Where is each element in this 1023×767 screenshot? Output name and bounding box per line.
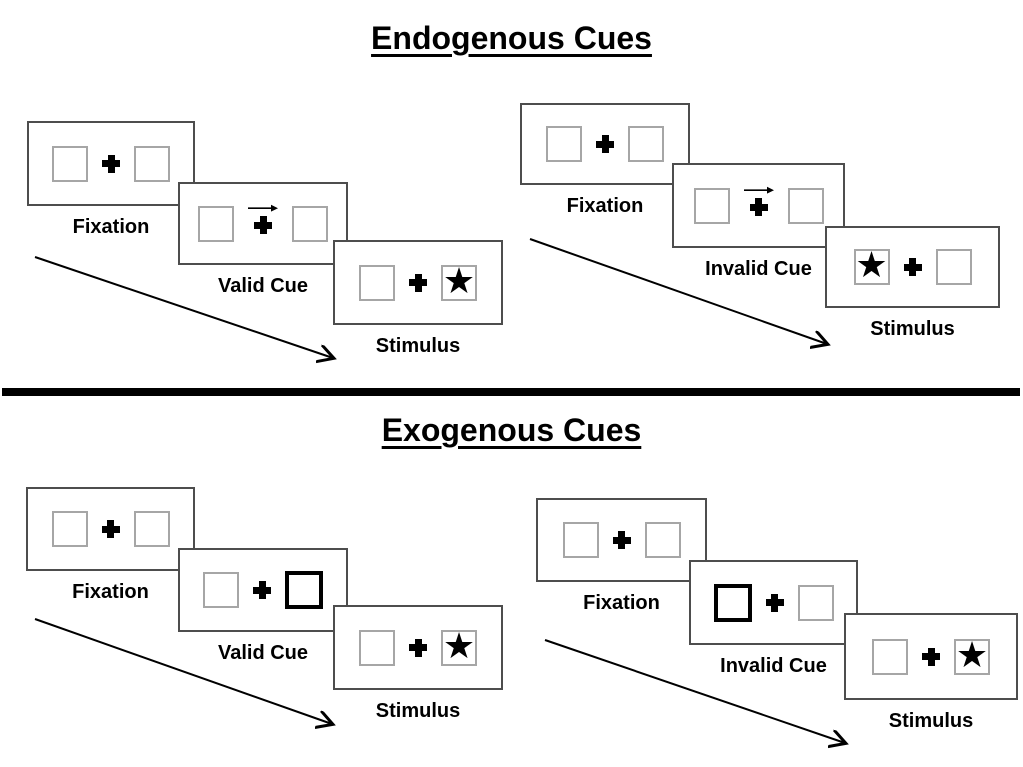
fixation-cross-icon [612, 531, 631, 549]
endogenous-valid-stimulus-frame: ★ Stimulus [333, 240, 503, 357]
placeholder-box-right [628, 126, 664, 162]
stimulus-display: ★ [825, 226, 1000, 308]
fixation-cross-icon [903, 258, 922, 276]
frame-label: Stimulus [375, 335, 461, 357]
exogenous-invalid-fixation-frame: Fixation [536, 498, 707, 614]
highlighted-cue-box-right [285, 571, 323, 609]
placeholder-box-left [359, 264, 395, 301]
endogenous-invalid-stimulus-frame: ★ Stimulus [825, 226, 1000, 340]
endogenous-invalid-cue-frame: Invalid Cue [672, 163, 845, 280]
placeholder-box-right [935, 249, 972, 285]
timeline-arrow [34, 618, 339, 731]
fixation-cross-icon [102, 154, 120, 173]
star-target-icon: ★ [955, 634, 989, 676]
fixation-cross-icon [101, 520, 120, 538]
placeholder-box-left [51, 511, 88, 547]
fixation-cross-icon [409, 273, 427, 292]
frame-label: Fixation [583, 592, 660, 614]
fixation-cross-icon [253, 581, 271, 599]
fixation-cross-icon [749, 198, 768, 216]
endogenous-invalid-fixation-frame: Fixation [520, 103, 690, 217]
frame-label: Invalid Cue [705, 258, 812, 280]
placeholder-box-left [693, 187, 730, 224]
placeholder-box-left [203, 572, 239, 608]
exogenous-section-title: Exogenous Cues [381, 412, 642, 448]
frame-label: Stimulus [375, 700, 461, 722]
fixation-cross-icon [596, 135, 614, 153]
placeholder-box-right [644, 522, 681, 558]
fixation-cross-icon [409, 638, 427, 657]
star-target-icon: ★ [442, 260, 476, 302]
cue-display [672, 163, 845, 248]
fixation-display [536, 498, 707, 582]
exogenous-invalid-cue-frame: Invalid Cue [689, 560, 858, 677]
stimulus-display: ★ [333, 605, 503, 690]
placeholder-box-right [133, 511, 170, 547]
right-arrow-icon [743, 186, 774, 194]
star-target-icon: ★ [855, 245, 888, 286]
target-box-left: ★ [853, 245, 890, 286]
frame-label: Valid Cue [217, 275, 309, 297]
cue-display [178, 548, 348, 632]
target-box-right: ★ [441, 260, 477, 302]
endogenous-section-title: Endogenous Cues [371, 20, 652, 56]
timeline-arrow [529, 238, 834, 351]
placeholder-box-right [292, 205, 328, 242]
placeholder-box-left [872, 638, 908, 675]
fixation-display [520, 103, 690, 185]
stimulus-display: ★ [333, 240, 503, 325]
placeholder-box-right [787, 187, 824, 224]
placeholder-box-right [134, 145, 170, 182]
fixation-cross-icon [765, 593, 784, 612]
placeholder-box-left [562, 522, 599, 558]
stimulus-display: ★ [844, 613, 1018, 700]
placeholder-box-left [198, 205, 234, 242]
frame-label: Stimulus [870, 318, 955, 340]
exogenous-valid-stimulus-frame: ★ Stimulus [333, 605, 503, 722]
placeholder-box-left [52, 145, 88, 182]
frame-label: Fixation [72, 216, 150, 238]
fixation-cross-icon [922, 647, 940, 666]
exogenous-invalid-stimulus-frame: ★ Stimulus [844, 613, 1018, 732]
central-cue [743, 185, 774, 216]
right-arrow-icon [248, 204, 278, 212]
target-box-right: ★ [441, 625, 477, 667]
fixation-cross-icon [254, 216, 272, 234]
central-cue [248, 203, 278, 234]
cue-display [689, 560, 858, 645]
exogenous-valid-fixation-frame: Fixation [26, 487, 195, 603]
frame-label: Fixation [566, 195, 644, 217]
endogenous-valid-fixation-frame: Fixation [27, 121, 195, 238]
timeline-arrow [34, 256, 341, 365]
placeholder-box-left [359, 629, 395, 666]
endogenous-valid-cue-frame: Valid Cue [178, 182, 348, 297]
target-box-right: ★ [954, 634, 990, 676]
placeholder-box-left [546, 126, 582, 162]
timeline-arrow [544, 639, 852, 750]
frame-label: Stimulus [888, 710, 974, 732]
cue-display [178, 182, 348, 265]
star-target-icon: ★ [442, 625, 476, 667]
placeholder-box-right [797, 584, 834, 621]
fixation-display [26, 487, 195, 571]
section-divider [2, 388, 1020, 396]
frame-label: Valid Cue [217, 642, 309, 664]
highlighted-cue-box-left [713, 583, 752, 622]
exogenous-valid-cue-frame: Valid Cue [178, 548, 348, 664]
frame-label: Fixation [72, 581, 149, 603]
frame-label: Invalid Cue [720, 655, 827, 677]
fixation-display [27, 121, 195, 206]
